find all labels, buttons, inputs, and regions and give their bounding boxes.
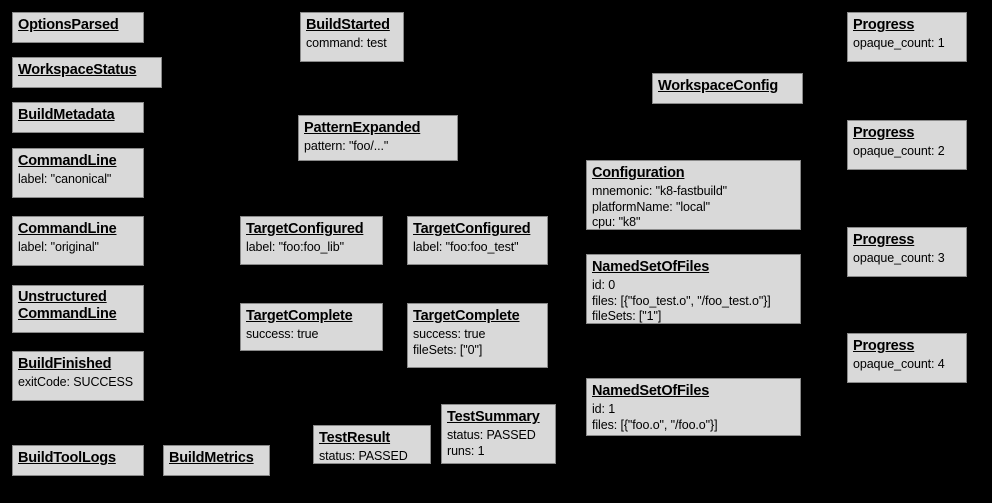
event-node-fields: exitCode: SUCCESS [18, 375, 138, 390]
event-node-title: CommandLine [18, 153, 117, 169]
event-node-fields: label: "canonical" [18, 172, 138, 187]
event-node-unstructured-command-line[interactable]: Unstructured CommandLine [12, 285, 144, 333]
event-node-fields: label: "foo:foo_lib" [246, 240, 377, 255]
event-node-build-metrics[interactable]: BuildMetrics [163, 445, 270, 476]
event-node-title: WorkspaceStatus [18, 62, 137, 78]
event-node-field: fileSets: ["1"] [592, 309, 662, 324]
event-node-pattern-expanded[interactable]: PatternExpanded pattern: "foo/..." [298, 115, 458, 161]
event-node-field: opaque_count: 4 [853, 356, 945, 371]
event-node-test-result[interactable]: TestResult status: PASSED [313, 425, 431, 464]
event-node-field: command: test [306, 35, 387, 50]
event-node-build-started[interactable]: BuildStarted command: test [300, 12, 404, 62]
event-node-title: BuildToolLogs [18, 450, 116, 466]
event-node-field: id: 1 [592, 401, 616, 416]
event-node-title: TargetConfigured [246, 221, 364, 237]
event-node-title: Progress [853, 125, 915, 141]
event-node-fields: label: "foo:foo_test" [413, 240, 542, 255]
event-node-fields: mnemonic: "k8-fastbuild"platformName: "l… [592, 184, 795, 230]
event-node-title: BuildMetrics [169, 450, 254, 466]
event-node-target-configured-foo-lib[interactable]: TargetConfigured label: "foo:foo_lib" [240, 216, 383, 265]
event-node-options-parsed[interactable]: OptionsParsed [12, 12, 144, 43]
event-node-field: mnemonic: "k8-fastbuild" [592, 183, 728, 198]
event-node-field: status: PASSED [319, 448, 408, 463]
event-node-field: status: PASSED [447, 427, 536, 442]
event-node-field: cpu: "k8" [592, 215, 641, 230]
event-node-title: PatternExpanded [304, 120, 421, 136]
event-node-field: files: [{"foo_test.o", "/foo_test.o"}] [592, 293, 771, 308]
event-node-build-finished[interactable]: BuildFinished exitCode: SUCCESS [12, 351, 144, 401]
event-node-title: TargetComplete [246, 308, 353, 324]
event-node-title: WorkspaceConfig [658, 78, 779, 94]
event-node-command-line-canonical[interactable]: CommandLine label: "canonical" [12, 148, 144, 198]
event-node-fields: command: test [306, 36, 398, 51]
event-node-fields: opaque_count: 3 [853, 251, 961, 266]
event-node-target-complete-lib[interactable]: TargetComplete success: true [240, 303, 383, 351]
event-node-progress-3[interactable]: Progress opaque_count: 3 [847, 227, 967, 277]
event-node-fields: success: true [246, 327, 377, 342]
event-node-title: BuildStarted [306, 17, 390, 33]
event-node-field: success: true [413, 326, 486, 341]
event-node-field: fileSets: ["0"] [413, 342, 483, 357]
event-node-field: label: "foo:foo_lib" [246, 239, 344, 254]
event-node-title: TestResult [319, 430, 391, 446]
event-node-command-line-original[interactable]: CommandLine label: "original" [12, 216, 144, 266]
event-node-title: OptionsParsed [18, 17, 119, 33]
event-node-title: Progress [853, 232, 915, 248]
event-node-title: TestSummary [447, 409, 540, 425]
event-node-title: NamedSetOfFiles [592, 383, 710, 399]
event-node-field: label: "canonical" [18, 171, 112, 186]
event-node-workspace-status[interactable]: WorkspaceStatus [12, 57, 162, 88]
event-node-build-metadata[interactable]: BuildMetadata [12, 102, 144, 133]
event-node-field: platformName: "local" [592, 199, 710, 214]
event-node-configuration[interactable]: Configuration mnemonic: "k8-fastbuild"pla… [586, 160, 801, 230]
event-node-field: exitCode: SUCCESS [18, 374, 134, 389]
event-node-fields: opaque_count: 2 [853, 144, 961, 159]
event-node-title: TargetComplete [413, 308, 520, 324]
event-node-progress-4[interactable]: Progress opaque_count: 4 [847, 333, 967, 383]
event-node-title: TargetConfigured [413, 221, 531, 237]
event-node-fields: label: "original" [18, 240, 138, 255]
event-node-title: BuildMetadata [18, 107, 115, 123]
event-node-field: opaque_count: 2 [853, 143, 945, 158]
event-node-title: NamedSetOfFiles [592, 259, 710, 275]
event-node-field: files: [{"foo.o", "/foo.o"}] [592, 417, 718, 432]
event-node-target-configured-foo-test[interactable]: TargetConfigured label: "foo:foo_test" [407, 216, 548, 265]
event-node-field: opaque_count: 3 [853, 250, 945, 265]
event-node-fields: status: PASSED [319, 449, 425, 464]
event-node-field: opaque_count: 1 [853, 35, 945, 50]
event-node-progress-1[interactable]: Progress opaque_count: 1 [847, 12, 967, 62]
event-node-fields: opaque_count: 4 [853, 357, 961, 372]
event-node-field: success: true [246, 326, 319, 341]
event-node-field: id: 0 [592, 277, 616, 292]
event-node-build-tool-logs[interactable]: BuildToolLogs [12, 445, 144, 476]
event-node-title: Unstructured CommandLine [18, 289, 117, 323]
event-node-fields: pattern: "foo/..." [304, 139, 452, 154]
event-node-field: label: "foo:foo_test" [413, 239, 519, 254]
event-node-fields: opaque_count: 1 [853, 36, 961, 51]
event-node-field: runs: 1 [447, 443, 485, 458]
event-node-title: CommandLine [18, 221, 117, 237]
event-node-progress-2[interactable]: Progress opaque_count: 2 [847, 120, 967, 170]
event-node-title: Progress [853, 17, 915, 33]
event-node-workspace-config[interactable]: WorkspaceConfig [652, 73, 803, 104]
event-node-title: Progress [853, 338, 915, 354]
event-node-field: pattern: "foo/..." [304, 138, 389, 153]
event-node-title: Configuration [592, 165, 685, 181]
event-node-field: label: "original" [18, 239, 99, 254]
event-node-title: BuildFinished [18, 356, 112, 372]
